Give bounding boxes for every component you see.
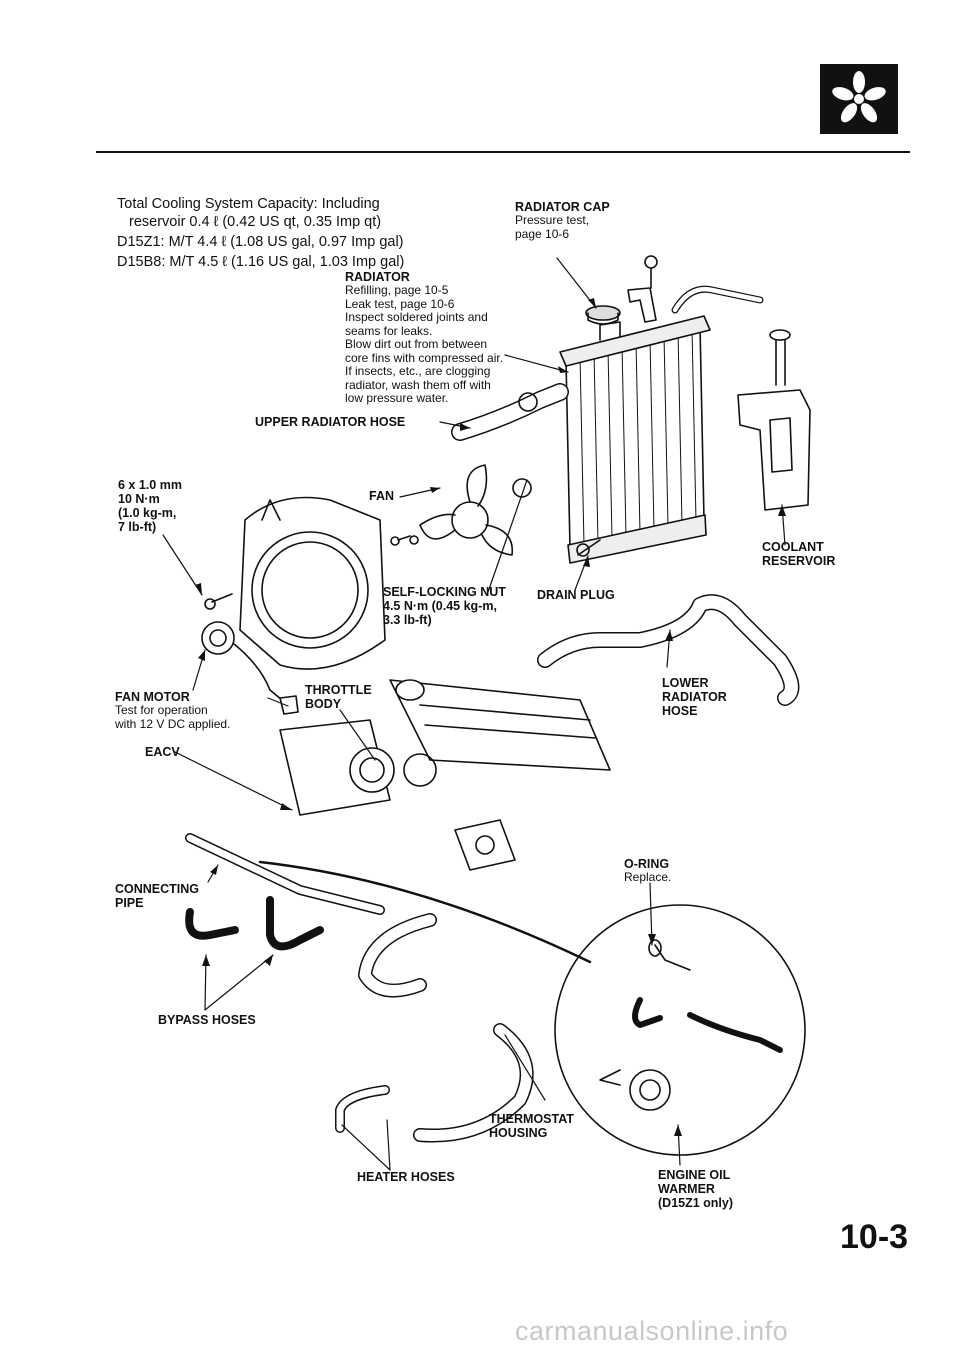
capacity-line-4: D15B8: M/T 4.5 ℓ (1.16 US gal, 1.03 Imp … (117, 254, 405, 270)
bolt-illustration (204, 593, 233, 610)
watermark: carmanualsonline.info (515, 1316, 789, 1346)
bypass-hoses-illustration (185, 896, 324, 951)
capacity-line-2: reservoir 0.4 ℓ (0.42 US qt, 0.35 Imp qt… (129, 214, 382, 230)
lower-radiator-hose-label: LOWER RADIATOR HOSE (662, 676, 727, 718)
engine-head-illustration (389, 679, 611, 771)
fan-motor-label: FAN MOTOR Test for operation with 12 V D… (115, 690, 230, 731)
self-locking-nut-line-2: 4.5 N·m (0.45 kg-m, (383, 599, 497, 613)
throttle-body-line-1: THROTTLE (305, 683, 372, 697)
lower-hose-line-1: LOWER (662, 676, 709, 690)
radiator-cap-title: RADIATOR CAP (515, 200, 610, 214)
section-badge (820, 64, 898, 134)
bolt-spec-line-3: (1.0 kg-m, (118, 506, 177, 520)
bypass-hoses-label: BYPASS HOSES (158, 1013, 256, 1027)
thermostat-housing-illustration (454, 819, 516, 871)
self-locking-nut-line-1: SELF-LOCKING NUT (383, 585, 506, 599)
heater-hoses-label: HEATER HOSES (357, 1170, 455, 1184)
radiator-line-6: core fins with compressed air. (345, 350, 504, 365)
oil-warmer-detail-illustration (554, 904, 806, 1156)
fan-blade-illustration (419, 464, 532, 556)
page-number: 10-3 (840, 1218, 909, 1256)
radiator-label: RADIATOR Refilling, page 10-5 Leak test,… (345, 270, 503, 406)
radiator-line-4: seams for leaks. (345, 323, 433, 338)
drain-plug-label: DRAIN PLUG (537, 588, 615, 602)
radiator-line-8: radiator, wash them off with (345, 377, 491, 392)
bracket-illustration (627, 255, 658, 323)
throttle-body-illustration (279, 719, 437, 816)
cooling-fan-icon (832, 71, 886, 123)
o-ring-label: O-RING Replace. (624, 857, 671, 885)
bolt-spec-line-4: 7 lb-ft) (118, 520, 157, 534)
thermostat-housing-label: THERMOSTAT HOUSING (489, 1112, 574, 1140)
fan-motor-title: FAN MOTOR (115, 690, 190, 704)
connecting-pipe-line-2: PIPE (115, 896, 144, 910)
radiator-line-9: low pressure water. (345, 391, 449, 405)
connecting-pipe-line-1: CONNECTING (115, 882, 200, 896)
o-ring-title: O-RING (624, 857, 670, 871)
capacity-line-1: Total Cooling System Capacity: Including (117, 196, 380, 212)
radiator-title: RADIATOR (345, 270, 410, 284)
lower-hose-line-3: HOSE (662, 704, 698, 718)
coolant-reservoir-illustration (737, 329, 811, 511)
lower-hose-line-2: RADIATOR (662, 690, 727, 704)
radiator-cap-line-2: page 10-6 (515, 226, 570, 241)
engine-oil-warmer-label: ENGINE OIL WARMER (D15Z1 only) (658, 1168, 733, 1210)
oil-warmer-line-2: WARMER (658, 1182, 715, 1196)
drain-plug-illustration (576, 539, 601, 557)
fan-motor-line-1: Test for operation (115, 703, 208, 717)
throttle-body-label: THROTTLE BODY (305, 683, 372, 711)
radiator-line-5: Blow dirt out from between (345, 337, 488, 351)
fan-motor-illustration (201, 621, 299, 715)
radiator-line-3: Inspect soldered joints and (345, 310, 488, 324)
oil-warmer-line-1: ENGINE OIL (658, 1168, 731, 1182)
header-rule (96, 151, 910, 153)
coolant-reservoir-line-1: COOLANT (762, 540, 824, 554)
o-ring-line-1: Replace. (624, 870, 672, 884)
lower-hose-illustration (537, 594, 800, 706)
radiator-cap-illustration (585, 305, 621, 325)
fan-motor-line-2: with 12 V DC applied. (115, 716, 231, 731)
throttle-body-line-2: BODY (305, 697, 342, 711)
radiator-line-2: Leak test, page 10-6 (345, 296, 455, 311)
eacv-label: EACV (145, 745, 180, 759)
self-locking-nut-label: SELF-LOCKING NUT 4.5 N·m (0.45 kg-m, 3.3… (383, 585, 506, 627)
self-locking-nut-line-3: 3.3 lb-ft) (383, 613, 432, 627)
thermostat-housing-line-1: THERMOSTAT (489, 1112, 574, 1126)
fan-label: FAN (369, 489, 394, 503)
radiator-line-7: If insects, etc., are clogging (345, 364, 491, 378)
radiator-illustration (559, 315, 711, 564)
thermostat-housing-line-2: HOUSING (489, 1126, 548, 1140)
bolt-spec-line-1: 6 x 1.0 mm (118, 478, 182, 492)
upper-radiator-hose-label: UPPER RADIATOR HOSE (255, 415, 406, 429)
radiator-cap-line-1: Pressure test, (515, 213, 590, 227)
bolt-spec-line-2: 10 N·m (118, 492, 160, 506)
oil-warmer-line-3: (D15Z1 only) (658, 1196, 734, 1210)
coolant-reservoir-line-2: RESERVOIR (762, 554, 836, 568)
radiator-cap-label: RADIATOR CAP Pressure test, page 10-6 (515, 200, 610, 241)
capacity-line-3: D15Z1: M/T 4.4 ℓ (1.08 US gal, 0.97 Imp … (117, 234, 404, 250)
heater-hoses-illustration (335, 1023, 534, 1143)
bolt-spec-label: 6 x 1.0 mm 10 N·m (1.0 kg-m, 7 lb-ft) (118, 478, 182, 534)
coolant-reservoir-label: COOLANT RESERVOIR (762, 540, 835, 568)
radiator-line-1: Refilling, page 10-5 (345, 283, 449, 297)
connecting-pipe-label: CONNECTING PIPE (115, 882, 199, 910)
fan-shroud-illustration (239, 496, 386, 670)
upper-hose-illustration (451, 383, 569, 441)
